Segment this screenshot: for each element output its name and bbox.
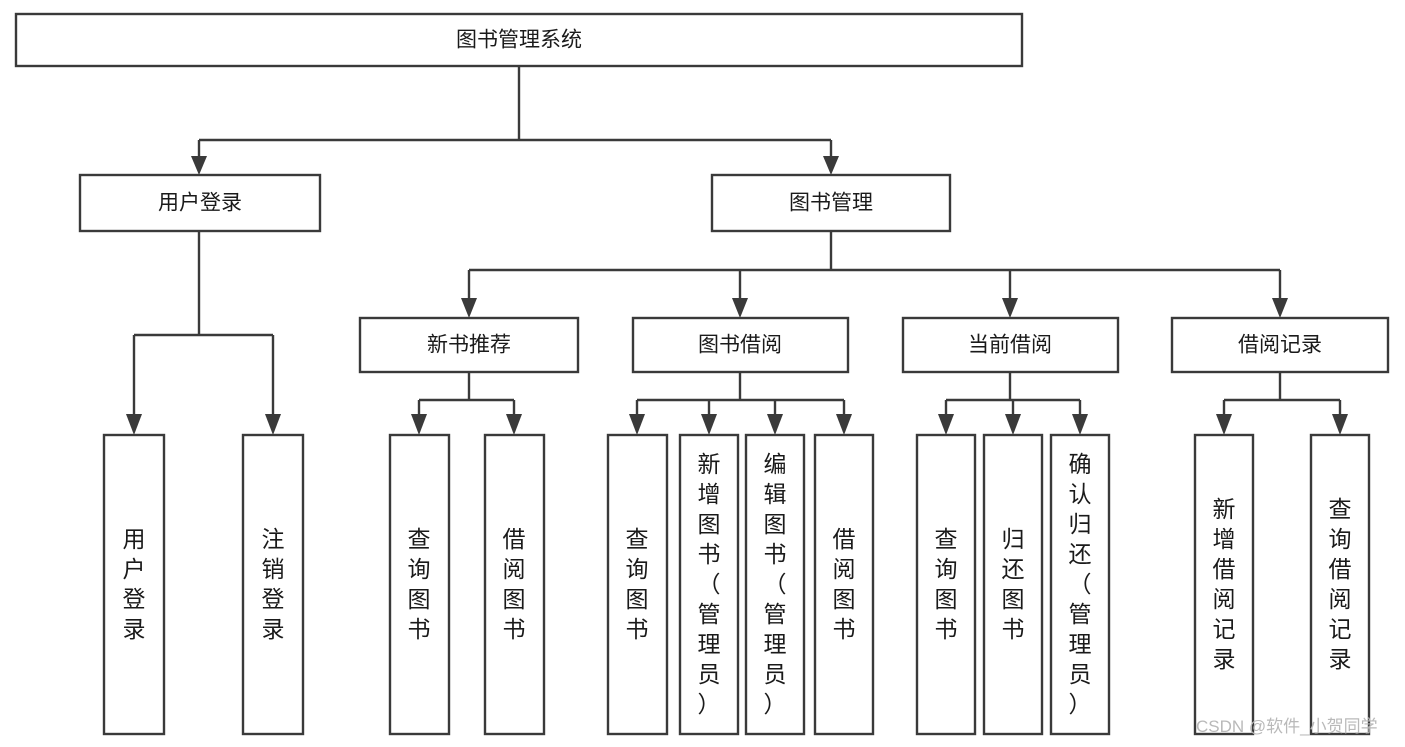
- arrow-head-leaf-borrow-book: [836, 414, 852, 435]
- node-root-label: 图书管理系统: [456, 29, 582, 52]
- arrow-head-user-login: [191, 156, 207, 175]
- leaf-box-leaf-query-book-current[interactable]: [915, 433, 977, 736]
- node-user-login-label: 用户登录: [158, 192, 242, 215]
- leaf-box-leaf-borrow-book[interactable]: [813, 433, 875, 736]
- node-borrow-records-label: 借阅记录: [1238, 334, 1322, 357]
- leaf-label-leaf-user-login: 用户登录: [123, 526, 146, 642]
- node-root[interactable]: 图书管理系统: [14, 12, 1024, 68]
- arrow-head-borrow-records: [1272, 298, 1288, 318]
- leaf-node-leaf-query-book-current[interactable]: 查询图书: [915, 433, 977, 736]
- arrow-head-leaf-query-book-current: [938, 414, 954, 435]
- arrow-head-leaf-return-book: [1005, 414, 1021, 435]
- leaf-node-leaf-edit-book-admin[interactable]: 编辑图书（管理员）: [744, 433, 806, 736]
- leaf-node-leaf-query-borrow-record[interactable]: 查询借阅记录: [1309, 433, 1371, 736]
- arrow-head-leaf-borrow-book-rec: [506, 414, 522, 435]
- leaf-box-leaf-query-borrow-record[interactable]: [1309, 433, 1371, 736]
- leaf-label-leaf-add-borrow-record: 新增借阅记录: [1213, 496, 1236, 672]
- leaf-box-leaf-logout[interactable]: [241, 433, 305, 736]
- leaf-node-leaf-return-book[interactable]: 归还图书: [982, 433, 1044, 736]
- node-current-borrow-box[interactable]: [901, 316, 1120, 374]
- leaf-node-leaf-add-borrow-record[interactable]: 新增借阅记录: [1193, 433, 1255, 736]
- node-user-login[interactable]: 用户登录: [78, 173, 322, 233]
- leaf-node-leaf-borrow-book[interactable]: 借阅图书: [813, 433, 875, 736]
- node-book-borrow-label: 图书借阅: [698, 334, 782, 357]
- arrow-head-new-book-recommend: [461, 298, 477, 318]
- arrow-head-leaf-edit-book-admin: [767, 414, 783, 435]
- leaf-node-leaf-query-book-borrow[interactable]: 查询图书: [606, 433, 669, 736]
- arrow-head-leaf-query-book-borrow: [629, 414, 645, 435]
- node-book-management-label: 图书管理: [789, 192, 873, 215]
- arrow-head-leaf-query-book-rec: [411, 414, 427, 435]
- leaf-box-leaf-add-borrow-record[interactable]: [1193, 433, 1255, 736]
- leaf-box-leaf-confirm-return-admin[interactable]: [1049, 433, 1111, 736]
- node-root-box[interactable]: [14, 12, 1024, 68]
- leaf-node-leaf-confirm-return-admin[interactable]: 确认归还（管理员）: [1049, 433, 1111, 736]
- leaf-label-leaf-return-book: 归还图书: [1002, 526, 1025, 642]
- arrow-head-leaf-query-borrow-record: [1332, 414, 1348, 435]
- leaf-box-leaf-return-book[interactable]: [982, 433, 1044, 736]
- arrow-head-leaf-add-book-admin: [701, 414, 717, 435]
- node-new-book-recommend[interactable]: 新书推荐: [358, 316, 580, 374]
- connector-layer: [126, 66, 1348, 435]
- leaf-label-leaf-query-book-borrow: 查询图书: [626, 526, 649, 642]
- node-borrow-records-box[interactable]: [1170, 316, 1390, 374]
- leaf-label-leaf-query-borrow-record: 查询借阅记录: [1329, 496, 1352, 672]
- csdn-watermark: CSDN @软件_小贺同学: [1196, 717, 1378, 736]
- leaf-label-leaf-query-book-current: 查询图书: [935, 526, 958, 642]
- leaf-box-leaf-add-book-admin[interactable]: [678, 433, 740, 736]
- leaf-label-leaf-query-book-rec: 查询图书: [408, 526, 431, 642]
- leaf-box-leaf-query-book-borrow[interactable]: [606, 433, 669, 736]
- leaf-node-leaf-borrow-book-rec[interactable]: 借阅图书: [483, 433, 546, 736]
- leaf-label-leaf-logout: 注销登录: [262, 526, 285, 642]
- leaf-box-leaf-edit-book-admin[interactable]: [744, 433, 806, 736]
- arrow-head-book-borrow: [732, 298, 748, 318]
- node-borrow-records[interactable]: 借阅记录: [1170, 316, 1390, 374]
- node-book-management-box[interactable]: [710, 173, 952, 233]
- leaf-node-leaf-user-login[interactable]: 用户登录: [102, 433, 166, 736]
- leaf-label-leaf-borrow-book: 借阅图书: [833, 526, 856, 642]
- leaf-label-leaf-confirm-return-admin: 确认归还（管理员）: [1069, 451, 1092, 717]
- leaf-node-leaf-query-book-rec[interactable]: 查询图书: [388, 433, 451, 736]
- leaf-node-leaf-add-book-admin[interactable]: 新增图书（管理员）: [678, 433, 740, 736]
- node-user-login-box[interactable]: [78, 173, 322, 233]
- node-current-borrow[interactable]: 当前借阅: [901, 316, 1120, 374]
- leaf-node-leaf-logout[interactable]: 注销登录: [241, 433, 305, 736]
- node-new-book-recommend-label: 新书推荐: [427, 334, 511, 357]
- arrow-head-current-borrow: [1002, 298, 1018, 318]
- node-book-management[interactable]: 图书管理: [710, 173, 952, 233]
- leaf-box-leaf-query-book-rec[interactable]: [388, 433, 451, 736]
- arrow-head-leaf-confirm-return-admin: [1072, 414, 1088, 435]
- arrow-head-leaf-add-borrow-record: [1216, 414, 1232, 435]
- node-new-book-recommend-box[interactable]: [358, 316, 580, 374]
- arrow-head-book-management: [823, 156, 839, 175]
- leaf-label-leaf-add-book-admin: 新增图书（管理员）: [698, 451, 721, 717]
- arrow-head-leaf-user-login: [126, 414, 142, 435]
- node-current-borrow-label: 当前借阅: [968, 334, 1052, 357]
- leaf-nodes-layer: 用户登录 注销登录 查询图书 借阅图书 查询图书 新增图书（管理员）: [102, 433, 1371, 736]
- node-book-borrow-box[interactable]: [631, 316, 850, 374]
- leaf-box-leaf-user-login[interactable]: [102, 433, 166, 736]
- leaf-label-leaf-borrow-book-rec: 借阅图书: [503, 526, 526, 642]
- node-book-borrow[interactable]: 图书借阅: [631, 316, 850, 374]
- leaf-label-leaf-edit-book-admin: 编辑图书（管理员）: [764, 451, 787, 717]
- leaf-box-leaf-borrow-book-rec[interactable]: [483, 433, 546, 736]
- arrow-head-leaf-logout: [265, 414, 281, 435]
